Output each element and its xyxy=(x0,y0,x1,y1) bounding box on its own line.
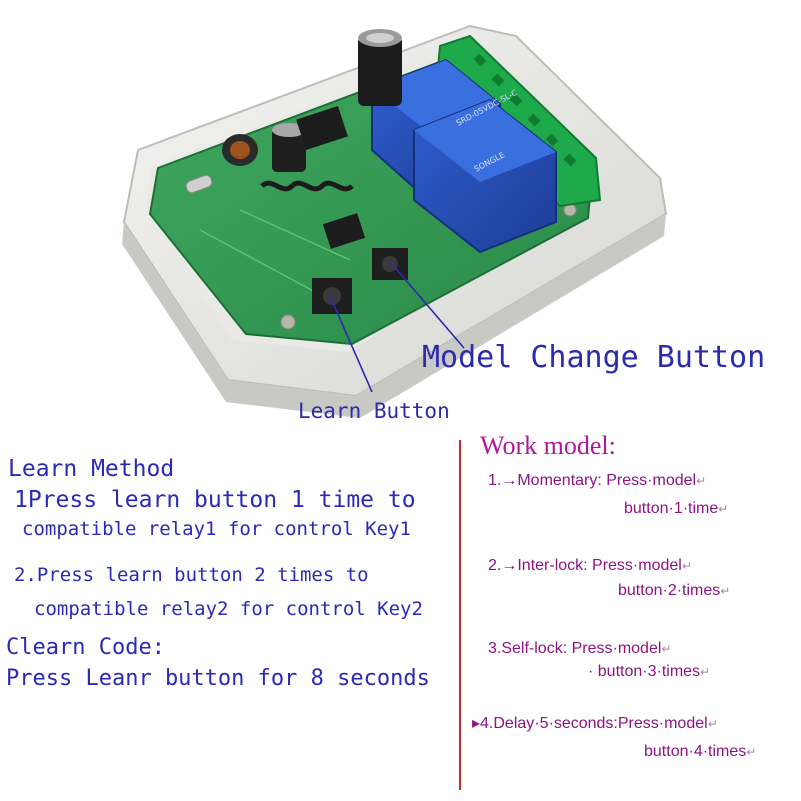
work-model-item-3-line1: 3.Self-lock: Press·model↵ xyxy=(488,640,672,657)
work-model-item-2-line1: 2.→Inter-lock: Press·model↵ xyxy=(488,557,692,574)
model-change-button-label: Model Change Button xyxy=(422,340,766,375)
learn-method-title: Learn Method xyxy=(8,456,175,482)
learn-step2-line1: 2.Press learn button 2 times to xyxy=(14,564,369,586)
vertical-divider xyxy=(459,440,461,790)
work-model-title: Work model: xyxy=(480,431,616,460)
relay-board-photo: SRD-05VDC-SL-C SONGLE xyxy=(122,24,668,418)
chip-decoder xyxy=(322,213,366,249)
work-model-item-4-line1: ▸4.Delay·5·seconds:Press·model↵ xyxy=(472,715,718,732)
clear-code-title: Clearn Code: xyxy=(6,635,165,660)
inductor xyxy=(222,134,258,166)
clear-code-description: Press Leanr button for 8 seconds xyxy=(6,666,430,691)
work-model-item-3-line2: · button·3·times↵ xyxy=(588,663,711,680)
chip-regulator xyxy=(296,105,348,151)
learn-step2-line2: compatible relay2 for control Key2 xyxy=(34,598,423,620)
model-callout-line xyxy=(391,263,465,349)
work-model-item-2-line2: button·2·times↵ xyxy=(618,582,731,599)
learn-callout-line xyxy=(329,295,373,393)
work-model-item-4-line2: button·4·times↵ xyxy=(644,743,757,760)
antenna-coil xyxy=(260,180,354,192)
capacitor-large xyxy=(358,29,402,106)
learn-step1-line2: compatible relay1 for control Key1 xyxy=(22,518,411,540)
learn-button-label: Learn Button xyxy=(298,399,450,423)
work-model-item-1-line1: 1.→Momentary: Press·model↵ xyxy=(488,472,707,489)
work-model-item-1-line2: button·1·time↵ xyxy=(624,500,729,517)
crystal xyxy=(185,174,213,194)
learn-push-button xyxy=(312,278,352,314)
capacitor-small xyxy=(272,123,306,172)
learn-step1-line1: 1Press learn button 1 time to xyxy=(14,487,416,513)
